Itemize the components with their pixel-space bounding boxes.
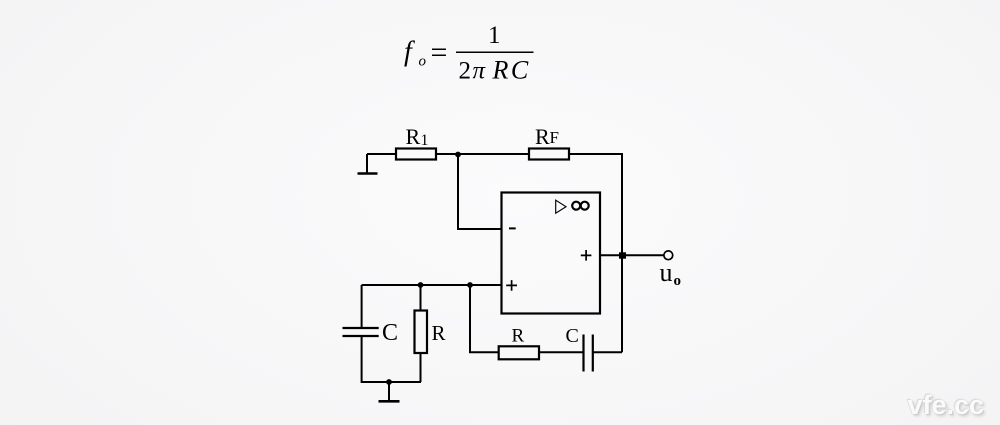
svg-text:o: o (419, 54, 427, 70)
svg-text:1: 1 (488, 22, 501, 49)
svg-text:π: π (473, 58, 487, 85)
svg-text:R: R (535, 124, 550, 149)
svg-text:2: 2 (459, 58, 472, 85)
svg-text:R: R (406, 124, 421, 149)
svg-text:u: u (660, 258, 673, 287)
svg-text:C: C (382, 320, 398, 346)
svg-text:R: R (432, 321, 446, 345)
svg-text:=: = (431, 36, 448, 69)
svg-text:RC: RC (492, 56, 531, 85)
svg-text:F: F (550, 128, 559, 147)
svg-text:o: o (674, 273, 682, 289)
svg-text:f: f (404, 37, 415, 68)
svg-text:R: R (512, 326, 525, 347)
svg-text:1: 1 (421, 132, 429, 149)
svg-text:C: C (566, 325, 579, 347)
